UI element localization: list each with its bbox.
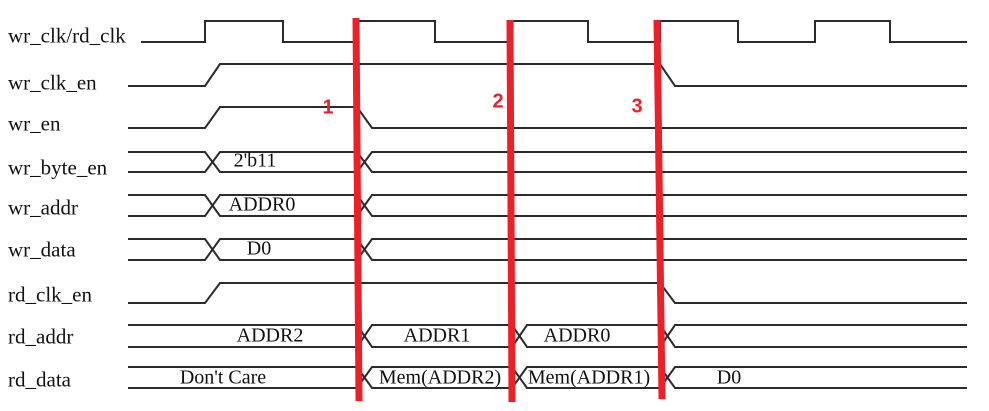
signal-label-wr-byte-en: wr_byte_en — [8, 155, 108, 180]
wave-wr-clk-en — [128, 63, 967, 87]
bus-value-rd-data-d0: D0 — [716, 366, 742, 389]
marker-line-3 — [653, 19, 666, 400]
bus-value-wr-byte-en-2-b11: 2'b11 — [233, 149, 277, 172]
bus-value-rd-addr-addr1: ADDR1 — [403, 324, 471, 347]
bus-value-wr-data-d0: D0 — [246, 237, 272, 260]
signal-label-wr-addr: wr_addr — [8, 195, 78, 220]
wave-wr-addr-bottom — [128, 194, 967, 217]
signal-label-wr-clk-rd-clk: wr_clk/rd_clk — [8, 23, 126, 48]
bus-value-rd-data-mem-addr1: Mem(ADDR1) — [527, 366, 651, 389]
bus-value-rd-addr-addr0: ADDR0 — [543, 324, 611, 347]
wave-wr-data-bottom — [128, 238, 967, 261]
bus-value-rd-addr-addr2: ADDR2 — [236, 324, 304, 347]
wave-wr-data-top — [128, 238, 967, 261]
marker-number-2: 2 — [492, 90, 504, 113]
wave-wr-byte-en-top — [128, 151, 967, 173]
signal-label-wr-data: wr_data — [8, 237, 76, 262]
bus-value-wr-addr-addr0: ADDR0 — [228, 193, 296, 216]
wave-rd-clk-en — [128, 282, 967, 304]
wave-wr-clk-rd-clk — [141, 20, 967, 43]
signal-label-rd-addr: rd_addr — [8, 324, 74, 349]
wave-wr-byte-en-bottom — [128, 151, 967, 173]
bus-value-rd-data-mem-addr2: Mem(ADDR2) — [378, 366, 502, 389]
marker-number-3: 3 — [631, 95, 643, 118]
signal-label-wr-en: wr_en — [8, 111, 61, 136]
signal-label-rd-clk-en: rd_clk_en — [8, 282, 92, 307]
signal-label-rd-data: rd_data — [8, 367, 71, 392]
signal-label-wr-clk-en: wr_clk_en — [8, 70, 97, 95]
bus-value-rd-data-don-t-care: Don't Care — [179, 366, 267, 389]
marker-line-2 — [506, 19, 516, 403]
wave-wr-en — [128, 106, 967, 129]
wave-wr-addr-top — [128, 194, 967, 217]
marker-line-1 — [352, 17, 363, 402]
marker-number-1: 1 — [322, 96, 334, 119]
